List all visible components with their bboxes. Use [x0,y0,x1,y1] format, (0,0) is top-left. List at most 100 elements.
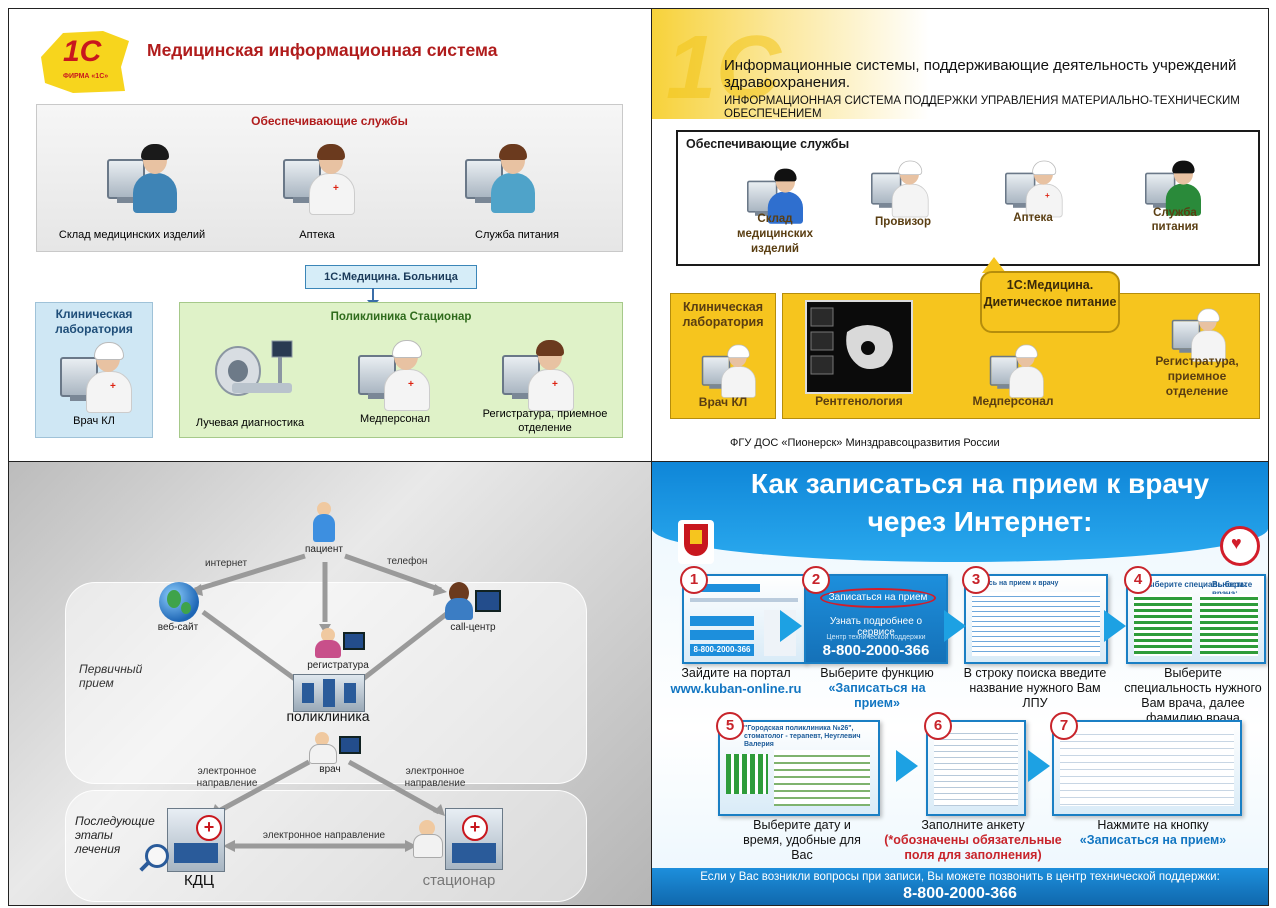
step2-number: 2 [802,566,830,594]
p2-footer: ФГУ ДОС «Пионерск» Минздравсоцразвития Р… [730,437,1000,449]
step1-arrow [780,610,802,642]
step5-arrow [896,750,918,782]
step7-number: 7 [1050,712,1078,740]
registry-icon [315,626,365,660]
p2-warehouse-staff-icon [747,168,803,228]
logo-1c-sub: ФИРМА «1С» [63,73,109,80]
step5-number: 5 [716,712,744,740]
grid-line-right [1268,8,1269,906]
services-box: Обеспечивающие службы + Склад медицински… [36,104,623,252]
e-direction-bottom-label: электронное направление [262,830,386,841]
medical-staff-icon: + [358,340,430,415]
logo-1c-text: 1С [63,35,102,68]
step3-number: 3 [962,566,990,594]
step1-link[interactable]: www.kuban-online.ru [670,681,802,696]
doctor-icon [309,730,361,764]
hospital-label: 1С:Медицина. Больница [305,265,477,289]
p2-lab-doctor-icon [701,344,756,401]
step7-text: Нажмите на кнопку [1097,818,1209,832]
step5-screenshot: "Городская поликлиника №26", стоматолог … [718,720,880,816]
step6-caption: Заполните анкету (*обозначены обязательн… [878,818,1068,863]
step6-arrow [1028,750,1050,782]
step3-arrow [1104,610,1126,642]
step2-btn2: Узнать подробнее о сервисе [829,616,923,638]
lab-doctor-icon: + [60,342,132,417]
step2-phone: 8-800-2000-366 [822,642,930,659]
step2-phone-label: Центр технической поддержки [826,634,926,641]
warehouse-staff-icon [107,144,177,219]
lab-doctor-label: Врач КЛ [73,415,115,427]
p2-services-box: Обеспечивающие службы + Склад медицински… [676,130,1260,266]
p2-pharmacy-staff-icon: + [1005,160,1063,220]
call-center-label: call-центр [450,622,496,633]
pharmacy-staff-icon: + [283,144,355,219]
panel-online-appointment-guide: Как записаться на прием к врачу через Ин… [652,462,1268,905]
step6-number: 6 [924,712,952,740]
p2-radiology-label: Рентгенология [815,394,903,408]
panel-1c-medical-system: 1С ФИРМА «1С» Медицинская информационная… [9,9,651,461]
grid-line-left [8,8,9,906]
step1-number: 1 [680,566,708,594]
step3-caption: В строку поиска введите название нужного… [963,666,1107,710]
p2-pharmacist-label: Провизор [875,216,931,228]
step4-number: 4 [1124,566,1152,594]
p2-warehouse-label: Склад медицинских изделий [737,213,813,255]
service-label-pharmacy: Аптека [299,229,335,241]
e-direction-right-label: электронное направление [404,766,466,789]
p2-pharmacist-icon [871,160,929,220]
patient-label: пациент [305,544,343,555]
hospital-connector [372,288,374,304]
p2-lab-doctor-label: Врач КЛ [698,395,748,409]
logo-1c: 1С ФИРМА «1С» [33,27,133,97]
step5-title: "Городская поликлиника №26", стоматолог … [744,725,861,748]
p2-medical-staff-label: Медперсонал [972,394,1054,408]
panel2-subheading: ИНФОРМАЦИОННАЯ СИСТЕМА ПОДДЕРЖКИ УПРАВЛЕ… [724,95,1240,120]
p2-medical-staff-icon [989,344,1044,401]
call-center-icon [445,580,501,620]
step4-screenshot: Выберите специальность: Выберите врача: [1126,574,1266,664]
p4-banner [652,462,1268,562]
polyclinic-box: Поликлиника Стационар + + Лучевая диагно… [179,302,623,438]
p4-title-line2: через Интернет: [867,506,1093,537]
p2-callout-pointer [982,257,1006,273]
polyclinic-title: Поликлиника Стационар [330,311,472,323]
p4-footer-bar: Если у Вас возникли вопросы при записи, … [652,868,1268,905]
xray-image [805,300,913,394]
magnifier-icon [137,840,171,874]
kdc-building-icon: + [167,808,225,872]
p2-catering-label: Служба питания [1151,207,1199,233]
kdc-label: КДЦ [184,872,214,889]
p2-callout: 1С:Медицина. Диетическое питание [980,271,1120,333]
clinical-lab-box: Клиническая лаборатория + Врач КЛ [35,302,153,438]
radiology-label: Лучевая диагностика [195,417,305,429]
step7-link: «Записаться на прием» [1079,833,1227,847]
step7-caption: Нажмите на кнопку «Записаться на прием» [1068,818,1238,848]
step2-text: Выберите функцию [820,666,934,680]
polyclinic-label: поликлиника [286,708,370,724]
step2-caption: Выберите функцию «Записаться на прием» [804,666,950,711]
hospital-building-icon: + [445,808,503,870]
step1-text: Зайдите на портал [681,666,791,680]
panel-material-support-system: 1C Информационные системы, поддерживающи… [652,9,1268,461]
p4-title-line1: Как записаться на прием к врачу [750,468,1210,499]
p2-lab-title: Клиническая лаборатория [682,300,764,329]
p2-services-title: Обеспечивающие службы [686,137,850,151]
step2-btn1: Записаться на прием [820,588,936,608]
kuban-coat-of-arms-icon [678,520,714,564]
step3-header: Запись на прием к врачу [972,580,1059,587]
p2-pharmacy-label: Аптека [1013,212,1053,224]
step7-screenshot [1052,720,1242,816]
step6-text: Заполните анкету [921,818,1025,832]
registry-label: регистратура [307,660,369,671]
step5-caption: Выберите дату и время, удобные для Вас [743,818,861,862]
p4-footer-text: Если у Вас возникли вопросы при записи, … [700,871,1220,883]
step4-doctor-header: Выберите врача: [1212,580,1253,598]
step1-phone: 8-800-2000-366 [690,644,754,656]
watermark-1c-logo: 1C [666,18,782,118]
doctor-label: врач [319,764,341,775]
hospital-label: стационар [422,872,496,889]
step6-screenshot [926,720,1026,816]
e-direction-left-label: электронное направление [196,766,258,789]
hospital-doctor-icon [413,818,443,858]
panel2-header-bg [652,9,1268,119]
